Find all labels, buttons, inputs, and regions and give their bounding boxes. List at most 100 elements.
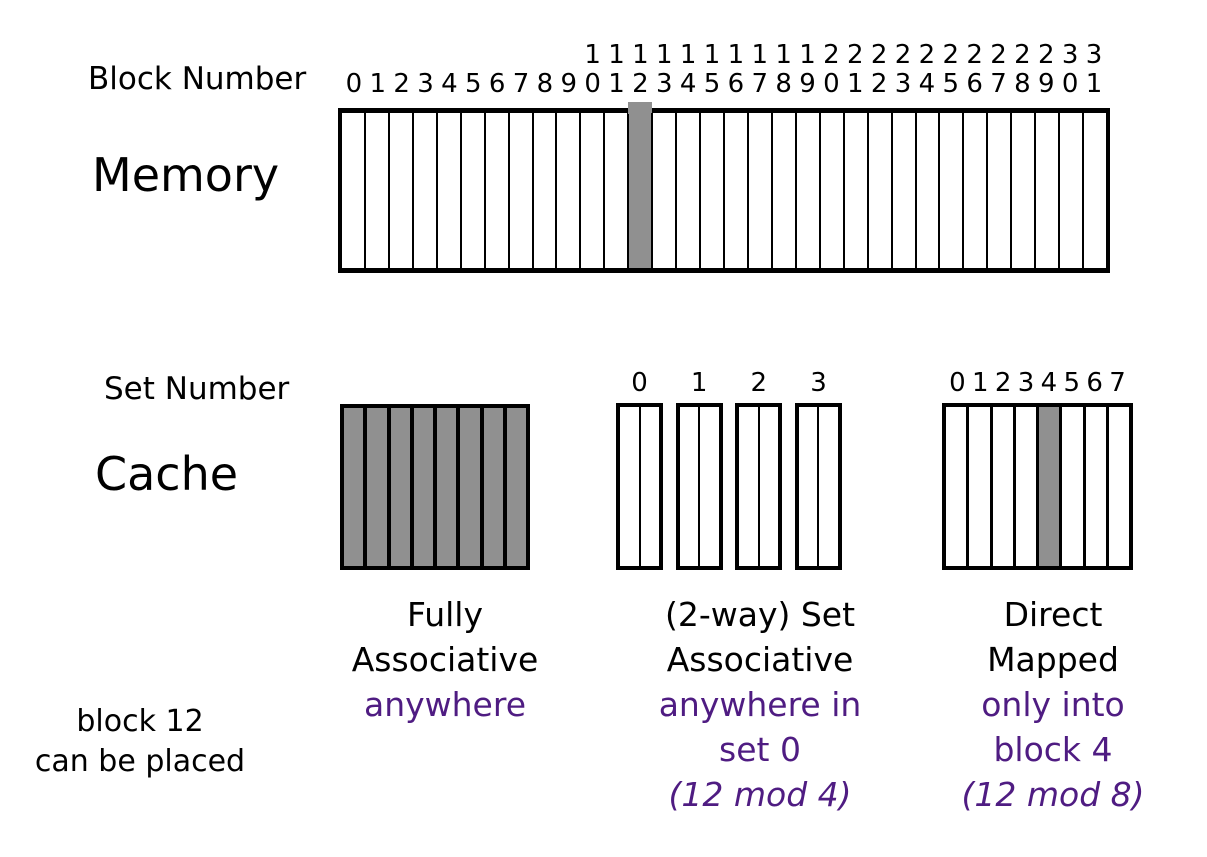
direct-label-6: 6 bbox=[1086, 368, 1103, 398]
direct-block-3 bbox=[1012, 407, 1036, 566]
memory-tens-digit-22: 2 bbox=[870, 40, 888, 70]
memory-block-18 bbox=[770, 113, 795, 268]
set0-way-0 bbox=[620, 407, 639, 566]
caption-title-line: Fully bbox=[407, 595, 483, 634]
memory-ones-digit-31: 1 bbox=[1085, 69, 1103, 99]
memory-strip bbox=[338, 102, 1110, 273]
caption-formula: (12 mod 8) bbox=[961, 775, 1145, 814]
fully-assoc-block-5 bbox=[456, 408, 480, 566]
caption-title-line: (2-way) Set bbox=[664, 595, 856, 634]
set-box-2 bbox=[735, 403, 783, 570]
memory-ones-digit-20: 0 bbox=[823, 69, 840, 99]
memory-tens-digit-9 bbox=[557, 41, 581, 69]
memory-tens-digit-7 bbox=[509, 41, 533, 69]
block-number-label: Block Number bbox=[88, 61, 307, 97]
memory-block-23 bbox=[890, 113, 915, 268]
memory-tens-digit-31: 3 bbox=[1085, 40, 1103, 70]
memory-ones-digit-9: 9 bbox=[560, 69, 578, 99]
memory-block-29 bbox=[1034, 113, 1059, 268]
memory-tens-digit-25: 2 bbox=[942, 40, 960, 70]
caption-title-line: Mapped bbox=[987, 640, 1119, 679]
memory-ones-digit-28: 8 bbox=[1014, 69, 1031, 99]
memory-tens-digit-8 bbox=[533, 41, 557, 69]
memory-ones-digit-17: 7 bbox=[751, 69, 769, 99]
caption-note-line: set 0 bbox=[719, 730, 801, 769]
memory-ones-digit-7: 7 bbox=[512, 69, 530, 99]
memory-tens-digit-15: 1 bbox=[703, 40, 721, 70]
block-placement-note-line: block 12 bbox=[76, 704, 204, 739]
fully-assoc-block-2 bbox=[386, 408, 410, 566]
set-label-1: 1 bbox=[690, 368, 708, 398]
fully-assoc-block-4 bbox=[433, 408, 457, 566]
memory-ones-digit-21: 1 bbox=[847, 69, 864, 99]
caption-note-line: block 4 bbox=[993, 730, 1113, 769]
memory-tens-digit-30: 3 bbox=[1061, 40, 1079, 70]
memory-tens-digit-20: 2 bbox=[823, 40, 840, 70]
memory-block-14 bbox=[675, 113, 700, 268]
memory-tens-digit-24: 2 bbox=[918, 40, 936, 70]
direct-mapped-cache bbox=[942, 403, 1133, 570]
memory-block-8 bbox=[531, 113, 556, 268]
direct-label-7: 7 bbox=[1109, 368, 1126, 398]
set-label-0: 0 bbox=[631, 368, 648, 398]
fully-associative-caption: Fully Associative anywhere bbox=[285, 592, 605, 727]
memory-tens-digit-0 bbox=[342, 41, 366, 69]
caption-title-line: Direct bbox=[1003, 595, 1103, 634]
memory-tens-digit-21: 2 bbox=[847, 40, 864, 70]
memory-block-1 bbox=[363, 113, 388, 268]
memory-ones-digit-11: 1 bbox=[608, 69, 625, 99]
direct-label-2: 2 bbox=[994, 368, 1012, 398]
memory-block-9 bbox=[555, 113, 580, 268]
direct-label-1: 1 bbox=[972, 368, 989, 398]
block-placement-note-line: can be placed bbox=[34, 744, 246, 779]
set3-way-0 bbox=[798, 407, 818, 566]
memory-block-6 bbox=[483, 113, 508, 268]
memory-ones-digit-2: 2 bbox=[393, 69, 410, 99]
direct-label-5: 5 bbox=[1063, 368, 1081, 398]
fully-assoc-block-0 bbox=[344, 408, 364, 566]
memory-ones-digit-1: 1 bbox=[369, 69, 387, 99]
direct-mapped-caption: Direct Mapped only into block 4 (12 mod … bbox=[893, 592, 1207, 817]
memory-ones-digit-22: 2 bbox=[870, 69, 888, 99]
caption-note-line: only into bbox=[981, 685, 1125, 724]
direct-block-1 bbox=[966, 407, 990, 566]
memory-ones-digit-5: 5 bbox=[465, 69, 482, 99]
memory-ones-digit-0: 0 bbox=[345, 69, 363, 99]
memory-ones-digit-16: 6 bbox=[727, 69, 745, 99]
memory-block-10 bbox=[579, 113, 604, 268]
set1-way-0 bbox=[679, 407, 699, 566]
fully-assoc-block-3 bbox=[409, 408, 433, 566]
set-label-2: 2 bbox=[750, 368, 768, 398]
memory-tens-digit-6 bbox=[485, 41, 509, 69]
memory-block-15 bbox=[699, 113, 723, 268]
direct-block-0 bbox=[946, 407, 967, 566]
caption-note-line: anywhere in bbox=[658, 685, 862, 724]
memory-ones-digit-18: 8 bbox=[775, 69, 792, 99]
set-box-1 bbox=[675, 403, 723, 570]
memory-tens-digit-19: 1 bbox=[799, 40, 816, 70]
memory-block-25 bbox=[938, 113, 963, 268]
caption-note-line: anywhere bbox=[363, 685, 527, 724]
memory-ones-digit-27: 7 bbox=[990, 69, 1007, 99]
fully-assoc-block-6 bbox=[479, 408, 503, 566]
memory-block-4 bbox=[435, 113, 460, 268]
memory-block-30 bbox=[1058, 113, 1083, 268]
memory-tens-digit-3 bbox=[414, 41, 438, 69]
memory-block-31 bbox=[1082, 113, 1106, 268]
memory-tens-digit-5 bbox=[461, 41, 485, 69]
memory-block-24 bbox=[914, 113, 939, 268]
memory-block-26 bbox=[962, 113, 987, 268]
memory-ones-digit-4: 4 bbox=[441, 69, 458, 99]
caption-formula: (12 mod 4) bbox=[668, 775, 852, 814]
direct-block-6 bbox=[1082, 407, 1106, 566]
set1-way-1 bbox=[698, 407, 719, 566]
caption-title-line: Associative bbox=[351, 640, 539, 679]
memory-tens-digit-4 bbox=[438, 41, 462, 69]
memory-ones-digit-25: 5 bbox=[942, 69, 960, 99]
memory-ones-digit-30: 0 bbox=[1061, 69, 1079, 99]
fully-assoc-block-1 bbox=[363, 408, 387, 566]
